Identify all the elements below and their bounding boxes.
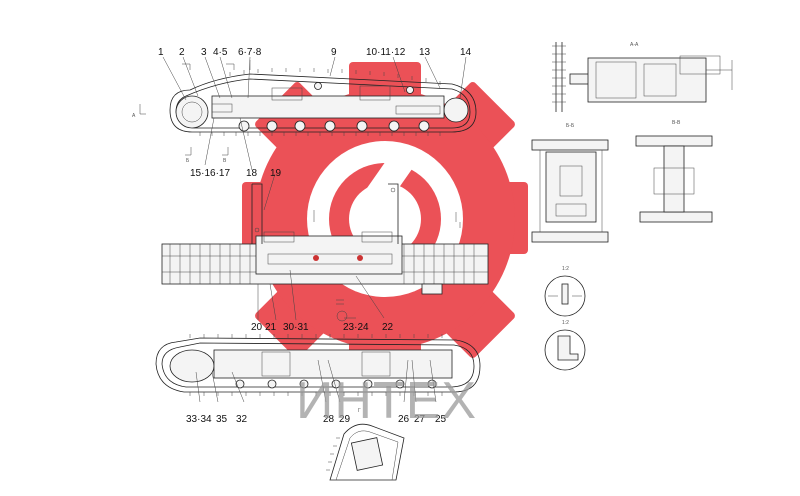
callout-18: 18 [246, 168, 258, 179]
track-side-view-bottom [155, 334, 481, 403]
section-mark-b: Б [186, 158, 190, 164]
section-label-top: А-А [630, 42, 639, 48]
section-view-upper-right: А-А [552, 42, 733, 112]
callout-4-5: 4·5 [213, 47, 228, 58]
track-side-view-top: A Б В [132, 60, 477, 164]
callout-6-7-8: 6·7·8 [238, 47, 262, 58]
section-mark-a: A [132, 113, 136, 119]
callout-19: 19 [270, 168, 282, 179]
callout-3: 3 [201, 47, 207, 58]
section-view-middle-right: В-В [635, 120, 713, 223]
track-plan-view [161, 183, 489, 322]
callout-23-24: 23·24 [343, 322, 369, 333]
callout-2: 2 [179, 47, 185, 58]
callout-14: 14 [460, 47, 472, 58]
callout-35: 35 [216, 414, 228, 425]
callout-32: 32 [236, 414, 248, 425]
callout-15-16-17: 15·16·17 [190, 168, 230, 179]
callout-33-34: 33·34 [186, 414, 212, 425]
callout-21: 21 [265, 322, 277, 333]
callout-26: 26 [398, 414, 410, 425]
callout-29: 29 [339, 414, 351, 425]
callout-30-31: 30·31 [283, 322, 309, 333]
detail-circle-1: 1:2 [544, 266, 586, 317]
detail-label-2: 1:2 [562, 320, 569, 326]
callout-10-11-12: 10·11·12 [366, 47, 406, 58]
watermark-text: ИНТЕХ [296, 372, 477, 430]
section-view-middle-left: Б-Б [531, 123, 609, 243]
callout-22: 22 [382, 322, 394, 333]
callout-1: 1 [158, 47, 164, 58]
callout-27: 27 [414, 414, 426, 425]
leader-lines-top [162, 56, 467, 211]
callout-13: 13 [419, 47, 431, 58]
section-mark-c: В [223, 158, 227, 164]
detail-view-track-section: Г [326, 408, 405, 481]
section-label-mid: Б-Б [566, 123, 575, 129]
callout-9: 9 [331, 47, 337, 58]
callout-25: 25 [435, 414, 447, 425]
detail-circle-2: 1:2 [544, 320, 586, 371]
callout-28: 28 [323, 414, 335, 425]
callouts-bottom-row: 33·34 35 32 28 29 26 27 25 [186, 414, 447, 425]
callouts-top-row: 1 2 3 4·5 6·7·8 9 10·11·12 13 14 15·16·1… [158, 47, 472, 179]
detail-label-1: 1:2 [562, 266, 569, 272]
section-label-right: В-В [672, 120, 681, 126]
callouts-middle: 20 21 30·31 23·24 22 [251, 322, 394, 333]
detail-mark: Г [358, 408, 361, 414]
callout-20: 20 [251, 322, 263, 333]
